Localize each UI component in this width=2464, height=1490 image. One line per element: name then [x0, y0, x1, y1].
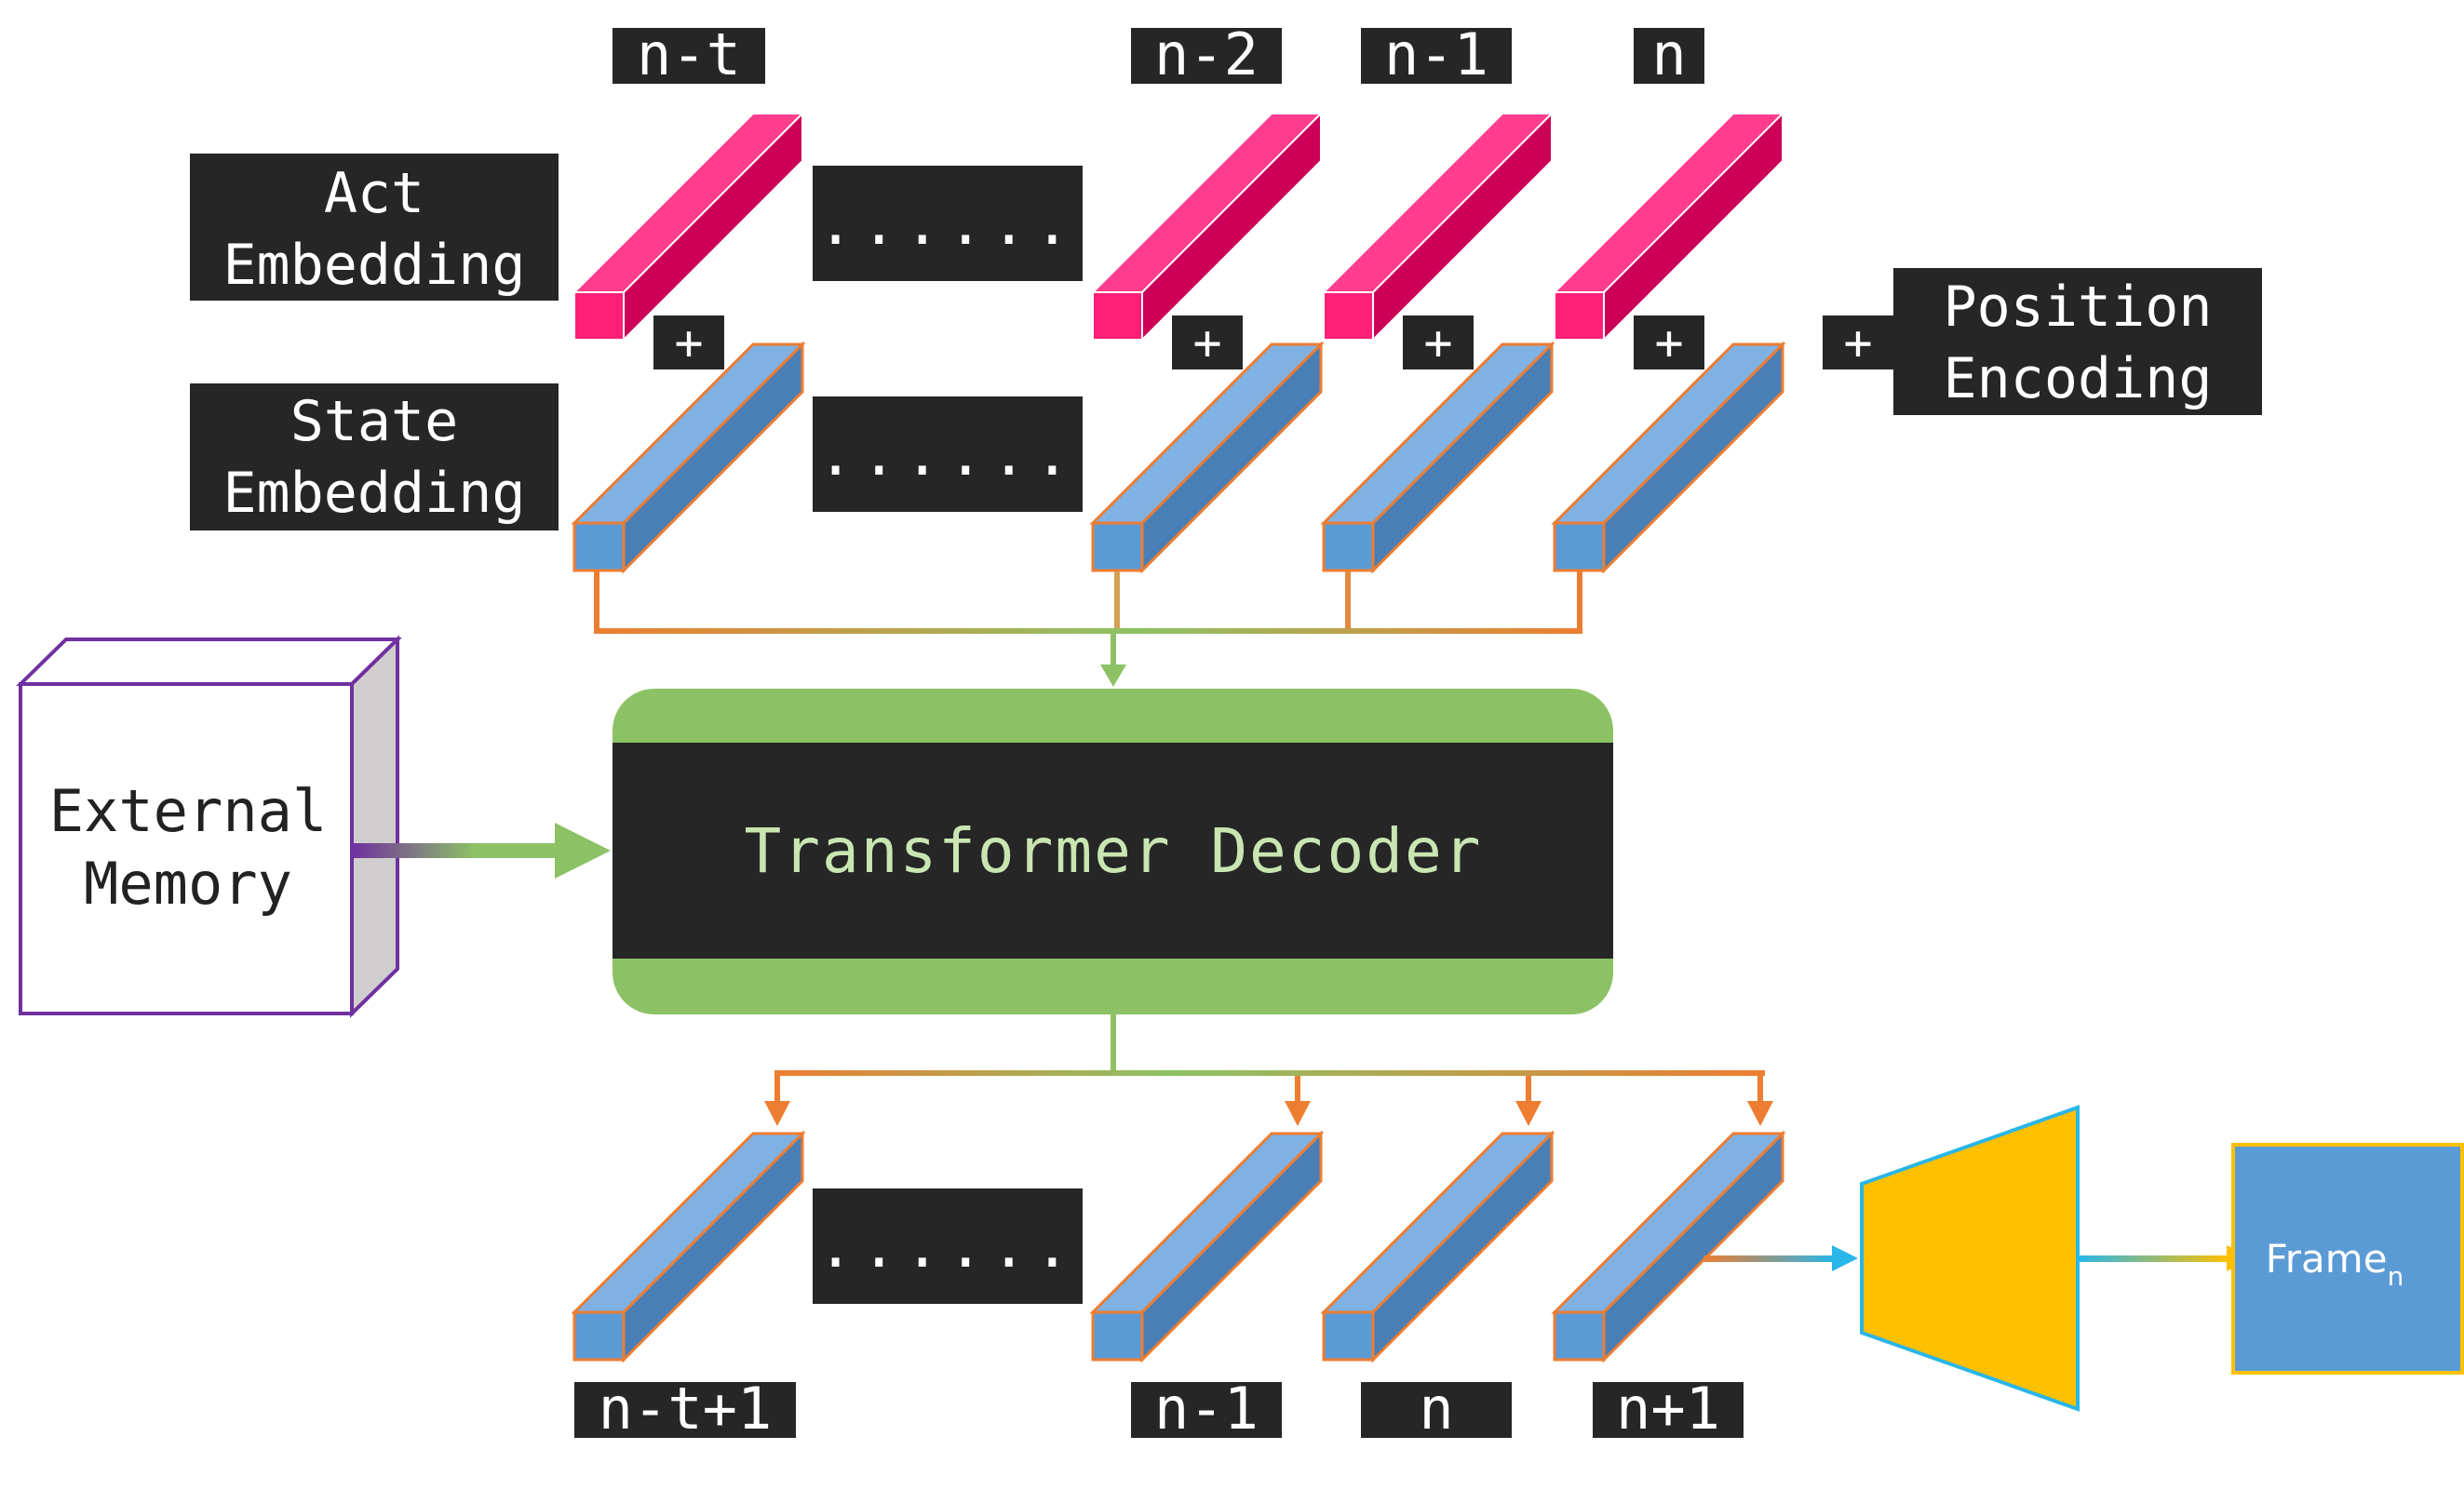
transformer-decoder: Transformer Decoder — [613, 689, 1613, 1014]
output-step-text: n-t+1 — [599, 1375, 773, 1443]
output-step-label-0: n-t+1 — [574, 1375, 796, 1443]
act-embedding-bar — [1552, 111, 1785, 342]
position-encoding-plus: + — [1823, 315, 1893, 371]
output-step-text: n — [1419, 1375, 1453, 1443]
output-bar — [1089, 1130, 1325, 1363]
svg-text:......: ...... — [817, 190, 1077, 259]
svg-text:Memory: Memory — [84, 850, 292, 918]
ellipsis-box-output: ...... — [813, 1188, 1083, 1304]
input-step-label-3: n — [1634, 20, 1704, 88]
output-bar — [1551, 1130, 1786, 1363]
input-step-text: n-t — [637, 20, 741, 88]
svg-text:State: State — [290, 389, 459, 454]
output-step-label-1: n-1 — [1131, 1375, 1282, 1443]
svg-text:......: ...... — [817, 1213, 1077, 1282]
svg-text:Embedding: Embedding — [222, 233, 525, 298]
act-embedding-label: Act Embedding — [190, 154, 559, 301]
svg-text:+: + — [1654, 315, 1683, 371]
act-embedding-bar — [572, 111, 805, 342]
input-step-text: n — [1651, 20, 1686, 88]
ellipsis-box-act: ...... — [813, 166, 1083, 281]
svg-text:Encoding: Encoding — [1944, 346, 2213, 411]
input-step-label-0: n-t — [613, 20, 765, 88]
svg-text:+: + — [1192, 315, 1221, 371]
input-step-text: n-1 — [1384, 20, 1488, 88]
svg-text:+: + — [674, 315, 703, 371]
output-step-label-3: n+1 — [1593, 1375, 1744, 1443]
svg-text:Act: Act — [324, 161, 424, 226]
plus-sign: + — [1403, 315, 1474, 371]
frame-label: Framen — [2266, 1236, 2404, 1292]
state-embedding-bar — [1089, 341, 1325, 574]
plus-sign: + — [1172, 315, 1243, 371]
input-step-text: n-2 — [1154, 20, 1259, 88]
act-embedding-bar — [1321, 111, 1555, 342]
output-bar — [571, 1130, 806, 1363]
svg-text:External: External — [49, 777, 328, 845]
external-memory: External Memory — [16, 635, 402, 1018]
input-step-label-2: n-1 — [1361, 20, 1512, 88]
ellipsis-box-state: ...... — [813, 396, 1083, 512]
svg-text:......: ...... — [817, 421, 1077, 490]
input-step-label-1: n-2 — [1131, 20, 1282, 88]
output-connectors — [764, 1014, 1773, 1126]
svg-text:Position: Position — [1944, 275, 2213, 340]
output-step-label-2: n — [1361, 1375, 1512, 1443]
state-embedding-bar — [1320, 341, 1555, 574]
position-encoding-label: Position Encoding — [1893, 268, 2262, 415]
output-bar — [1320, 1130, 1555, 1363]
output-step-text: n+1 — [1616, 1375, 1720, 1443]
state-embedding-bar — [1551, 341, 1786, 574]
image-decoder-trapezoid — [1860, 1105, 2080, 1412]
svg-text:Embedding: Embedding — [222, 461, 525, 526]
output-step-text: n-1 — [1154, 1375, 1259, 1443]
state-embedding-bar — [571, 341, 806, 574]
input-connectors — [594, 571, 1582, 687]
decoder-label: Transformer Decoder — [745, 815, 1483, 887]
frame-arrow — [2080, 1245, 2253, 1271]
frame-box: Framen — [2231, 1143, 2464, 1375]
svg-text:+: + — [1843, 315, 1872, 371]
memory-arrow — [352, 823, 611, 879]
plus-sign: + — [653, 315, 724, 371]
plus-sign: + — [1634, 315, 1704, 371]
decoder-arrow — [1703, 1245, 1858, 1271]
act-embedding-bar — [1090, 111, 1324, 342]
svg-text:+: + — [1423, 315, 1452, 371]
state-embedding-label: State Embedding — [190, 383, 559, 530]
